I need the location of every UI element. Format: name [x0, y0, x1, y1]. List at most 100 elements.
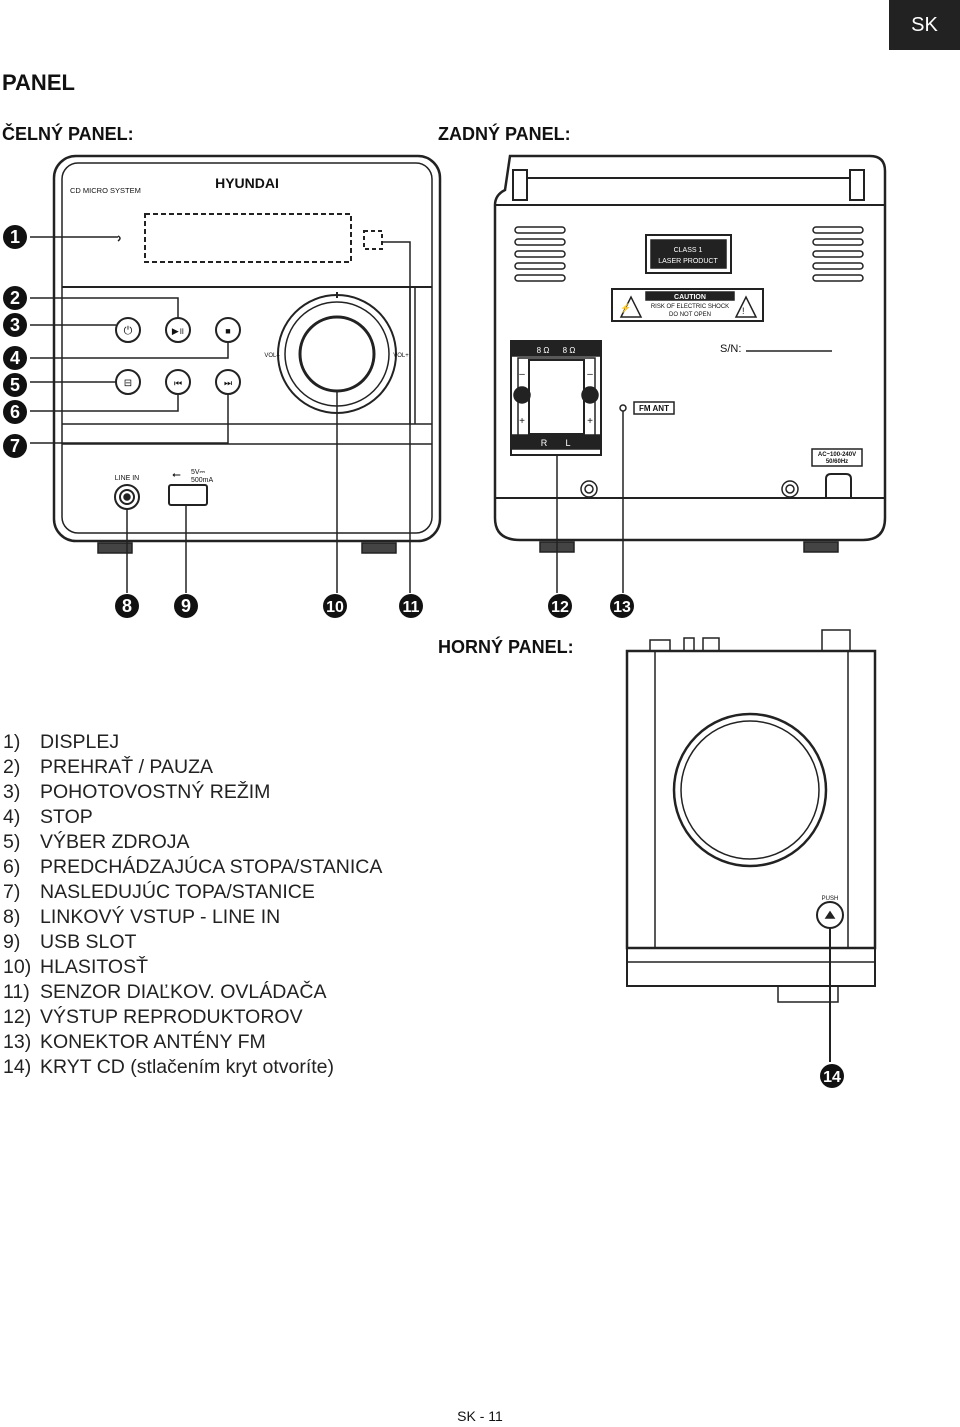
minus-left-text: –: [519, 369, 525, 380]
legend-item: 12)VÝSTUP REPRODUKTOROV: [3, 1005, 382, 1030]
usb-slot: [168, 484, 208, 506]
next-icon: ⏭: [224, 378, 232, 388]
plus-left-text: +: [519, 416, 525, 427]
lightning-icon: ⚡: [620, 302, 631, 314]
legend-item: 2)PREHRAŤ / PAUZA: [3, 755, 382, 780]
laser-product-text: LASER PRODUCT: [658, 258, 718, 265]
legend-text: KRYT CD (stlačením kryt otvoríte): [40, 1056, 335, 1078]
legend-text: LINKOVÝ VSTUP - LINE IN: [40, 906, 281, 928]
legend-item: 10) HLASITOSŤ: [3, 955, 382, 980]
front-panel-heading: ČELNÝ PANEL:: [2, 124, 134, 144]
callout-number: 13: [613, 599, 631, 616]
callout-8: 8: [115, 594, 139, 618]
callout-number: 1: [10, 227, 20, 247]
callout-2: 2: [3, 286, 27, 310]
legend-number: 4): [3, 806, 21, 828]
minus-right-text: –: [587, 369, 593, 380]
brand-logo: HYUNDAI: [215, 175, 279, 191]
left-channel-text: L: [565, 438, 570, 448]
vol-plus-text: VOL+: [393, 353, 409, 359]
rear-device: [493, 154, 887, 593]
language-tab: SK: [889, 0, 960, 50]
ohm-right-text: 8 Ω: [563, 346, 576, 355]
callout-1: 1: [3, 225, 27, 249]
legend-number: 1): [3, 731, 21, 753]
model-text: CD MICRO SYSTEM: [70, 186, 141, 195]
stop-icon: ■: [225, 326, 230, 336]
legend-item: 6)PREDCHÁDZAJÚCA STOPA/STANICA: [3, 855, 382, 880]
legend-number: 8): [3, 906, 21, 928]
callout-7: 7: [3, 434, 27, 458]
callout-badge: [399, 594, 423, 618]
legend-item: 9) USB SLOT: [3, 930, 382, 955]
legend-text: POHOTOVOSTNÝ REŽIM: [40, 781, 271, 803]
legend-number: 10): [3, 956, 32, 978]
callout-number: 9: [181, 596, 191, 616]
legend-item: 7)NASLEDUJÚC TOPA/STANICE: [3, 880, 382, 905]
power-icon: ⏻: [124, 325, 133, 337]
legend-item: 5) VÝBER ZDROJA: [3, 830, 382, 855]
power-rating-line1: AC~100-240V: [818, 452, 856, 458]
fm-antenna-socket: [619, 404, 627, 412]
callout-number: 12: [551, 599, 569, 616]
previous-icon: ⏮: [174, 378, 182, 388]
callout-12: 12: [548, 594, 572, 618]
plus-right-text: +: [587, 416, 593, 427]
callout-number: 11: [403, 599, 420, 616]
callout-badge: [3, 225, 27, 249]
display-window: [144, 213, 352, 263]
legend-number: 6): [3, 856, 21, 878]
legend-item: 11)SENZOR DIAĽKOV. OVLÁDAČA: [3, 980, 382, 1005]
legend-item: 14) KRYT CD (stlačením kryt otvoríte): [3, 1055, 382, 1080]
callout-badge: [610, 594, 634, 618]
callout-4: 4: [3, 346, 27, 370]
callout-number: 5: [10, 375, 20, 395]
volume-knob: [298, 315, 376, 393]
legend-item: 13)KONEKTOR ANTÉNY FM: [3, 1030, 382, 1055]
legend-text: DISPLEJ: [40, 731, 120, 753]
legend-text: HLASITOSŤ: [40, 956, 149, 978]
callout-10: 10: [323, 594, 347, 618]
right-channel-text: R: [541, 438, 548, 448]
callout-badge: [174, 594, 198, 618]
front-device: [30, 154, 442, 593]
callout-number: 2: [10, 288, 20, 308]
class1-label: [650, 239, 727, 269]
legend-number: 14): [3, 1056, 32, 1078]
legend-number: 13): [3, 1031, 32, 1053]
callout-number: 3: [10, 315, 20, 335]
class1-text: CLASS 1: [674, 247, 703, 254]
usb-current-text: 500mA: [191, 477, 214, 484]
callout-number: 4: [10, 348, 20, 368]
callout-14: 14: [820, 1064, 844, 1088]
caution-title: CAUTION: [674, 294, 706, 301]
callout-number: 6: [10, 402, 20, 422]
serial-text: S/N:: [720, 343, 741, 355]
ohm-left-text: 8 Ω: [537, 346, 550, 355]
callout-badge: [115, 594, 139, 618]
legend-number: 5): [3, 831, 21, 853]
callout-3: 3: [3, 313, 27, 337]
legend-item: 8) LINKOVÝ VSTUP - LINE IN: [3, 905, 382, 930]
legend-item: 4)STOP: [3, 805, 382, 830]
play-pause-icon: ▶॥: [172, 326, 184, 336]
legend-number: 9): [3, 931, 21, 953]
legend-text: USB SLOT: [40, 931, 137, 953]
callout-badge: [323, 594, 347, 618]
page-footer: SK - 11: [457, 1408, 503, 1424]
push-text: PUSH: [822, 896, 839, 902]
callout-9: 9: [174, 594, 198, 618]
callout-badge: [3, 400, 27, 424]
top-device: [625, 629, 877, 1062]
line-in-text: LINE IN: [115, 475, 140, 482]
legend-text: VÝBER ZDROJA: [40, 831, 190, 853]
legend-text: NASLEDUJÚC TOPA/STANICE: [40, 881, 315, 903]
callout-6: 6: [3, 400, 27, 424]
power-rating-line2: 50/60Hz: [826, 459, 848, 465]
legend-item: 3)POHOTOVOSTNÝ REŽIM: [3, 780, 382, 805]
source-icon: ⊟: [124, 378, 132, 389]
legend-text: VÝSTUP REPRODUKTOROV: [40, 1006, 303, 1028]
callout-badge: [820, 1064, 844, 1088]
standby-button: [115, 317, 141, 343]
